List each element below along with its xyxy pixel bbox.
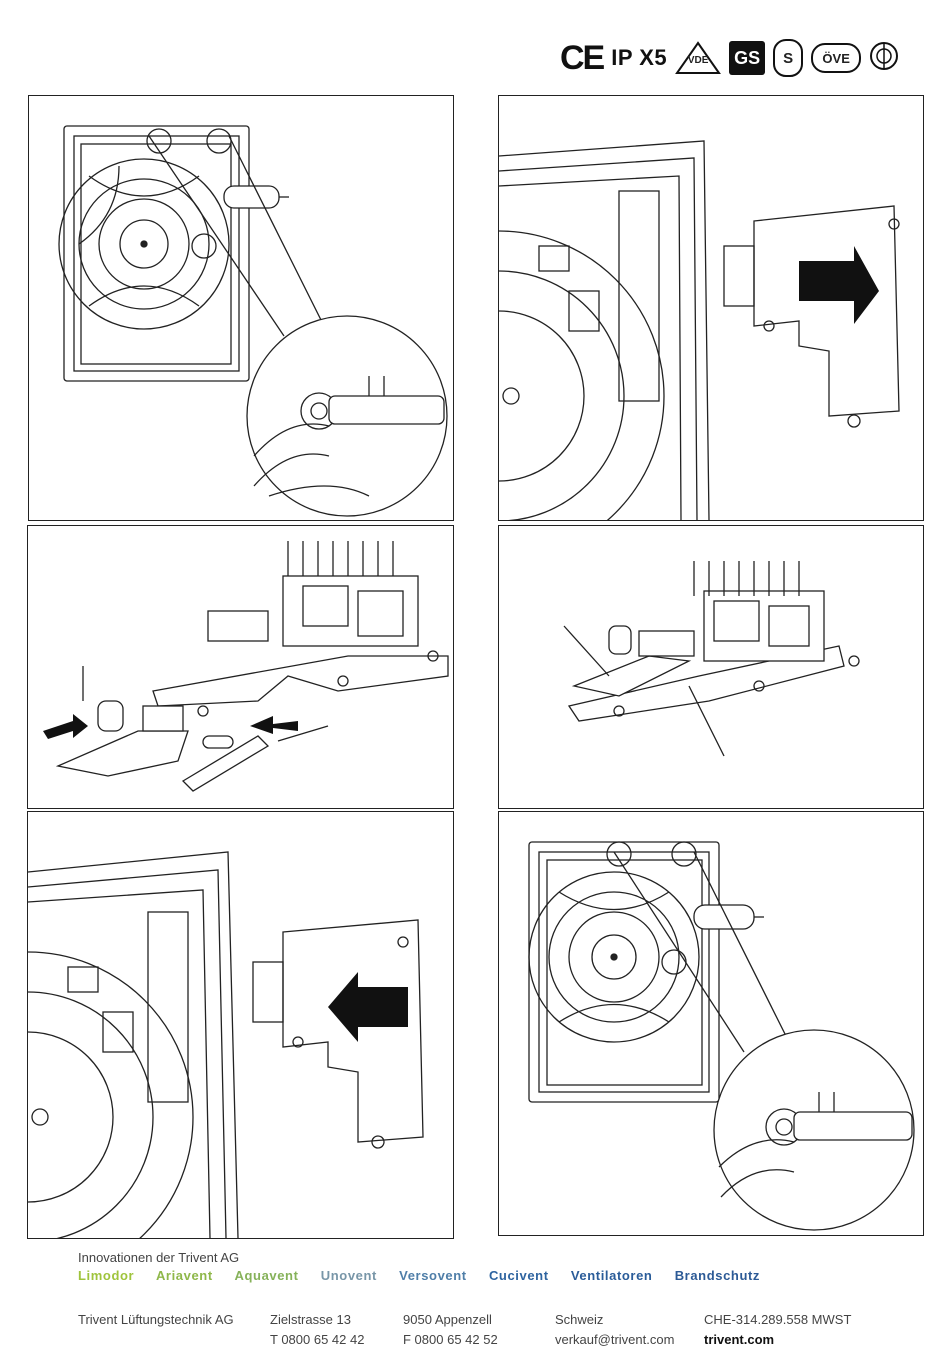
ce-mark: CE xyxy=(560,39,603,78)
step-5-panel xyxy=(27,811,454,1239)
board-insertion-illustration xyxy=(28,812,453,1238)
step-4-panel xyxy=(498,525,924,809)
phone: T 0800 65 42 42 xyxy=(270,1330,364,1350)
ip-rating: IP X5 xyxy=(611,45,667,71)
board-disassembly-illustration xyxy=(28,526,453,808)
country: Schweiz xyxy=(555,1310,674,1330)
brand-unovent: Unovent xyxy=(321,1268,377,1283)
brand-brandschutz: Brandschutz xyxy=(675,1268,760,1283)
country-block: Schweiz verkauf@trivent.com xyxy=(555,1310,674,1350)
brand-limodor: Limodor xyxy=(78,1268,134,1283)
certification-marks: CE IP X5 VDE GS S ÖVE xyxy=(560,38,899,78)
step-2-panel xyxy=(498,95,924,521)
website-link[interactable]: trivent.com xyxy=(704,1332,774,1347)
email-link[interactable]: verkauf@trivent.com xyxy=(555,1330,674,1350)
brand-versovent: Versovent xyxy=(399,1268,467,1283)
street-block: Zielstrasse 13 T 0800 65 42 42 xyxy=(270,1310,364,1350)
street: Zielstrasse 13 xyxy=(270,1310,364,1330)
step-6-panel xyxy=(498,811,924,1236)
company-block: Trivent Lüftungstechnik AG xyxy=(78,1310,234,1330)
fan-removal-illustration xyxy=(29,96,453,520)
step-1-panel xyxy=(28,95,454,521)
brand-ariavent: Ariavent xyxy=(156,1268,213,1283)
brand-aquavent: Aquavent xyxy=(235,1268,299,1283)
certification-seal-icon xyxy=(869,39,899,78)
tagline: Innovationen der Trivent AG xyxy=(78,1250,918,1265)
city: 9050 Appenzell xyxy=(403,1310,498,1330)
company-name: Trivent Lüftungstechnik AG xyxy=(78,1310,234,1330)
vat-block: CHE-314.289.558 MWST trivent.com xyxy=(704,1310,851,1350)
brand-list: Limodor Ariavent Aquavent Unovent Versov… xyxy=(78,1268,918,1283)
board-assembly-illustration xyxy=(499,526,923,808)
brand-ventilatoren: Ventilatoren xyxy=(571,1268,653,1283)
gs-mark-icon: GS xyxy=(729,41,765,75)
vde-mark-icon: VDE xyxy=(675,41,721,75)
step-3-panel xyxy=(27,525,454,809)
fan-refit-illustration xyxy=(499,812,923,1235)
s-mark-icon: S xyxy=(773,39,803,77)
footer: Innovationen der Trivent AG Limodor Aria… xyxy=(78,1250,918,1283)
city-block: 9050 Appenzell F 0800 65 42 52 xyxy=(403,1310,498,1350)
fax: F 0800 65 42 52 xyxy=(403,1330,498,1350)
board-removal-illustration xyxy=(499,96,923,520)
vat-number: CHE-314.289.558 MWST xyxy=(704,1310,851,1330)
brand-cucivent: Cucivent xyxy=(489,1268,549,1283)
ove-mark-icon: ÖVE xyxy=(811,43,861,73)
